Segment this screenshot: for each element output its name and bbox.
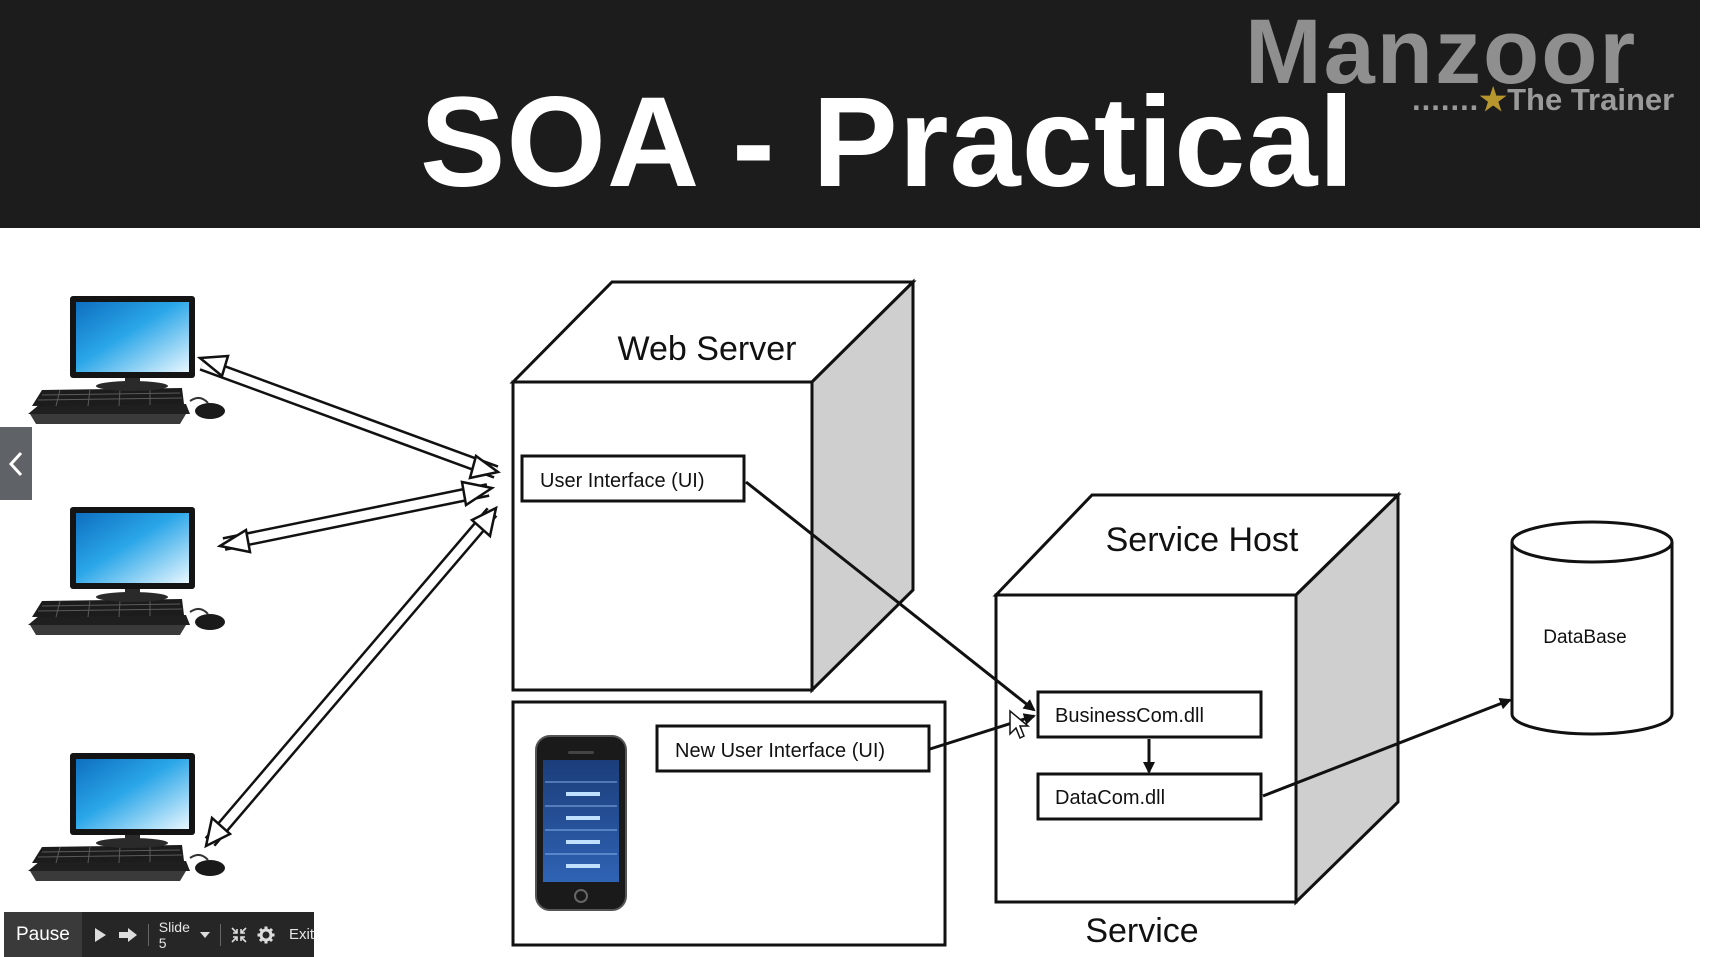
next-button[interactable] — [118, 927, 138, 943]
slide-dropdown[interactable] — [200, 931, 211, 939]
star-icon: ★ — [1479, 82, 1508, 117]
smartphone-icon — [535, 735, 627, 911]
brand-tagline-dots: ....... — [1412, 82, 1480, 117]
new-ui-box-label: New User Interface (UI) — [675, 740, 885, 762]
data-to-database-arrow — [1262, 698, 1512, 798]
cursor-icon — [1009, 709, 1031, 740]
page-margin — [1700, 0, 1728, 957]
settings-button[interactable] — [257, 926, 275, 944]
exit-button[interactable]: Exit — [288, 926, 314, 943]
web-server-box — [509, 278, 917, 694]
brand-logo: Manzoor — [1245, 2, 1638, 102]
service-caption: Service — [1085, 912, 1198, 950]
data-dll-box — [1036, 772, 1263, 821]
brand-tagline: .......★The Trainer — [1412, 80, 1700, 120]
client-arrow-2 — [216, 480, 496, 554]
client-computer-1 — [27, 295, 226, 425]
ui-box-label: User Interface (UI) — [540, 470, 704, 492]
client-arrow-1 — [196, 354, 501, 480]
data-dll-label: DataCom.dll — [1055, 787, 1165, 809]
client-computer-2 — [27, 506, 226, 636]
divider — [220, 923, 221, 946]
play-button[interactable] — [92, 927, 108, 943]
divider — [147, 923, 149, 946]
soa-diagram: Web Server User Interface (UI) New User … — [27, 278, 1674, 950]
dropdown-icon — [200, 931, 211, 938]
database-cylinder — [1510, 520, 1674, 736]
fit-screen-button[interactable] — [231, 926, 247, 943]
slide-selector[interactable]: Slide 5 — [158, 918, 190, 951]
previous-slide-button[interactable] — [0, 427, 32, 500]
service-host-label: Service Host — [1106, 521, 1299, 559]
brand-tagline-text: The Trainer — [1507, 82, 1675, 117]
fit-screen-icon — [231, 926, 247, 943]
service-host-box — [992, 491, 1402, 906]
ui-box — [520, 454, 746, 503]
slide-title: SOA - Practical — [419, 71, 1356, 214]
client-computer-3 — [27, 752, 226, 882]
web-server-label: Web Server — [618, 330, 797, 368]
next-icon — [118, 927, 137, 942]
chevron-left-icon — [8, 451, 23, 476]
gear-icon — [257, 926, 275, 943]
title-banner: SOA - Practical Manzoor .......★The Trai… — [0, 0, 1700, 228]
player-controls: Pause Slide 5 Exit — [4, 912, 314, 957]
play-icon — [94, 927, 106, 942]
database-label: DataBase — [1543, 627, 1626, 648]
business-dll-label: BusinessCom.dll — [1055, 705, 1204, 727]
business-dll-box — [1036, 690, 1263, 739]
ui-to-business-arrow — [745, 480, 1036, 712]
new-ui-box — [655, 724, 931, 773]
pause-button[interactable]: Pause — [4, 912, 82, 957]
client-arrow-3 — [204, 505, 498, 849]
